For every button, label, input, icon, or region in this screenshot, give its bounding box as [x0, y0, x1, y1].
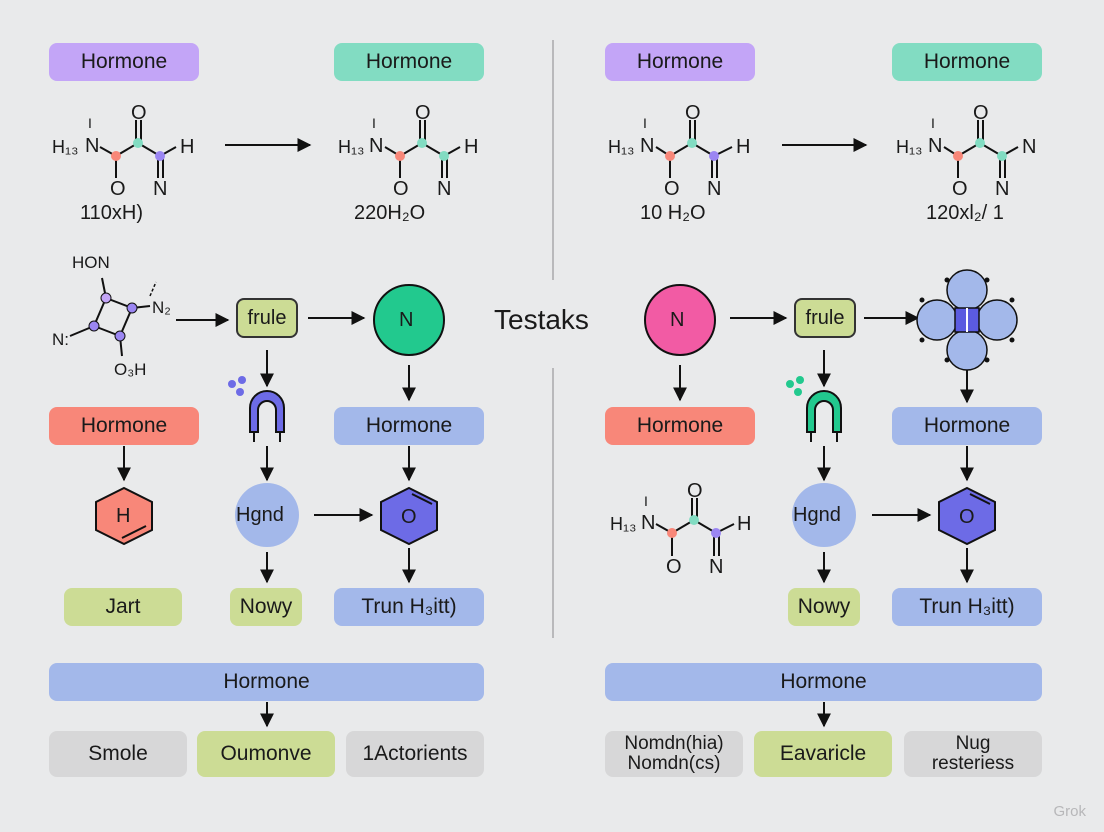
jart-tag: Jart [64, 588, 182, 626]
mol3-caption: 10 H₂O [640, 202, 706, 224]
mol1-o-top: O [131, 102, 147, 124]
mol1-n-bottom: N [153, 178, 168, 200]
left-blue-tag: Hormone [334, 407, 484, 445]
mol4-caption: 120xl₂/ 1 [926, 202, 1004, 224]
mol4-dash: I [931, 115, 935, 131]
ring-structure [69, 277, 157, 357]
left-hex-o-label: O [401, 506, 417, 528]
hgnd-node-left [235, 483, 299, 547]
mol5-o-bottom: O [666, 556, 682, 578]
right-hex-o-label: O [959, 506, 975, 528]
mol4-h3: H₁₃ [896, 137, 923, 157]
mol4-n-bottom: N [995, 178, 1010, 200]
molecule-2 [384, 120, 461, 178]
mol3-o-bottom: O [664, 178, 680, 200]
left-frule-node: frule [236, 298, 298, 338]
mol4-o-bottom: O [952, 178, 968, 200]
mol4-n-right: N [1022, 136, 1037, 158]
ring-hon: HON [72, 253, 110, 272]
left-n-label: N [399, 309, 414, 331]
left-trun-tag: Trun H₃itt) [334, 588, 484, 626]
hexagon-o-left-bond [411, 493, 433, 505]
right-nowy-tag: Nowy [788, 588, 860, 626]
right-bottom-2: Eavaricle [754, 731, 892, 777]
mol5-h3: H₁₃ [610, 514, 637, 534]
mol3-n: N [640, 135, 655, 157]
right-top-tag-purple: Hormone [605, 43, 755, 81]
mol1-h: H [180, 136, 195, 158]
hexagon-h-bond [121, 525, 147, 539]
mol5-n-bottom: N [709, 556, 724, 578]
mol2-dash: I [372, 115, 376, 131]
right-salmon-tag: Hormone [605, 407, 755, 445]
mol2-h3: H₁₃ [338, 137, 365, 157]
mol1-o-bottom: O [110, 178, 126, 200]
diagram-title: Testaks [494, 304, 589, 335]
n-node-right [644, 284, 716, 356]
ring-n2: N₂ [152, 298, 171, 317]
mol2-o-bottom: O [393, 178, 409, 200]
hexagon-o-right-bond [969, 493, 991, 505]
mol3-o-top: O [685, 102, 701, 124]
right-n-label: N [670, 309, 685, 331]
left-nowy-tag: Nowy [230, 588, 302, 626]
mol3-h: H [736, 136, 751, 158]
left-bottom-3: 1Actorients [346, 731, 484, 777]
mol3-h3: H₁₃ [608, 137, 635, 157]
left-salmon-tag: Hormone [49, 407, 199, 445]
hgnd-node-right [792, 483, 856, 547]
mol4-n: N [928, 135, 943, 157]
hexagon-o-right [938, 486, 996, 546]
mol2-caption: 220H₂O [354, 202, 426, 224]
mol3-dash: I [643, 115, 647, 131]
left-bottom-2: Oumonve [197, 731, 335, 777]
magnet-icon-right [786, 376, 842, 442]
mol2-h: H [464, 136, 479, 158]
right-trun-tag: Trun H₃itt) [892, 588, 1042, 626]
n-node-left [373, 284, 445, 356]
right-bottom-3: Nug resteriess [904, 731, 1042, 777]
left-bottom-1: Smole [49, 731, 187, 777]
right-frule-node: frule [794, 298, 856, 338]
hex-h-label: H [116, 505, 131, 527]
mol3-n-bottom: N [707, 178, 722, 200]
ring-o3h: O₃H [114, 360, 147, 379]
molecule-3 [655, 120, 733, 178]
molecule-5 [655, 498, 735, 556]
molecule-1 [99, 120, 177, 178]
mol1-n: N [85, 135, 100, 157]
right-top-tag-teal: Hormone [892, 43, 1042, 81]
cluster-icon [916, 269, 1018, 371]
right-hgnd-label: Hgnd [793, 504, 841, 526]
mol1-h3: H₁₃ [52, 137, 79, 157]
watermark: Grok [1053, 803, 1086, 820]
hexagon-o-left [380, 486, 438, 546]
mol2-n-bottom: N [437, 178, 452, 200]
mol5-dash: I [644, 493, 648, 509]
mol2-o-top: O [415, 102, 431, 124]
mol5-h: H [737, 513, 752, 535]
left-top-tag-purple: Hormone [49, 43, 199, 81]
molecule-4 [943, 120, 1019, 178]
mol1-caption: 110xH) [80, 202, 143, 224]
magnet-icon-left [228, 376, 285, 442]
top-divider [552, 40, 554, 280]
mol2-n: N [369, 135, 384, 157]
mol4-o-top: O [973, 102, 989, 124]
mol5-o-top: O [687, 480, 703, 502]
right-bottom-1: Nomdn(hia) Nomdn(cs) [605, 731, 743, 777]
mol1-dash: I [88, 115, 92, 131]
ring-n-left: N: [52, 330, 69, 349]
right-blue-tag: Hormone [892, 407, 1042, 445]
left-top-tag-teal: Hormone [334, 43, 484, 81]
mol5-n: N [641, 512, 656, 534]
left-hgnd-label: Hgnd [236, 504, 284, 526]
bottom-divider [552, 368, 554, 638]
right-wide-bar: Hormone [605, 663, 1042, 701]
left-wide-bar: Hormone [49, 663, 484, 701]
